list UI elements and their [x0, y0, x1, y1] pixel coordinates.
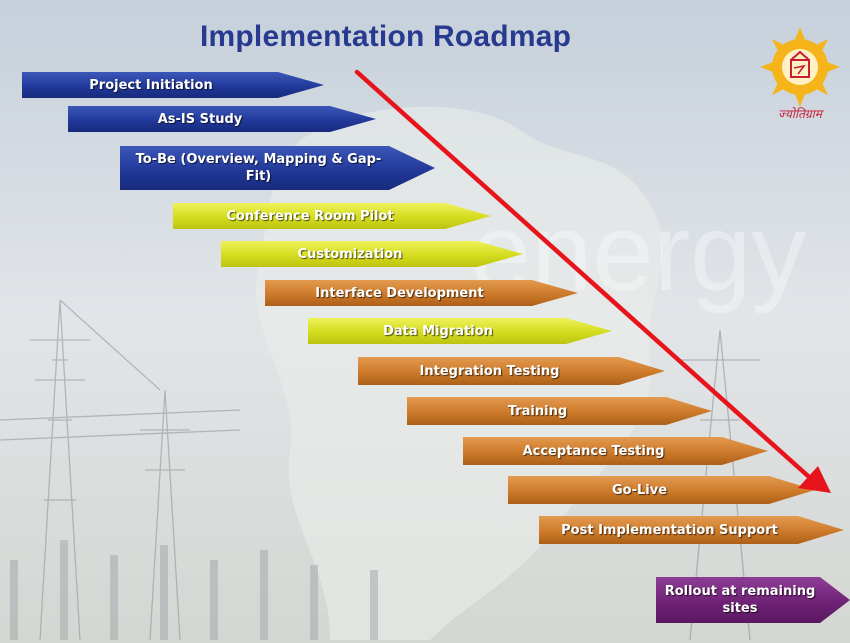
phase-project-initiation: Project Initiation	[22, 72, 324, 98]
phase-rollout-remaining-sites: Rollout at remaining sites	[656, 577, 850, 623]
phase-training: Training	[407, 397, 712, 425]
phase-post-implementation-support: Post Implementation Support	[539, 516, 844, 544]
phase-acceptance-testing: Acceptance Testing	[463, 437, 768, 465]
phase-conference-room-pilot: Conference Room Pilot	[173, 203, 491, 229]
logo-wordmark: ज्योतिग्राम	[778, 107, 825, 121]
page-title: Implementation Roadmap	[200, 20, 572, 53]
phase-customization: Customization	[221, 241, 523, 267]
phase-as-is-study: As-IS Study	[68, 106, 376, 132]
phase-interface-development: Interface Development	[265, 280, 578, 306]
phase-go-live: Go-Live	[508, 476, 815, 504]
phase-to-be: To-Be (Overview, Mapping & Gap-Fit)	[120, 146, 435, 190]
phase-data-migration: Data Migration	[308, 318, 612, 344]
jyotigram-logo: ज्योतिग्राम	[760, 22, 840, 122]
phase-integration-testing: Integration Testing	[358, 357, 665, 385]
